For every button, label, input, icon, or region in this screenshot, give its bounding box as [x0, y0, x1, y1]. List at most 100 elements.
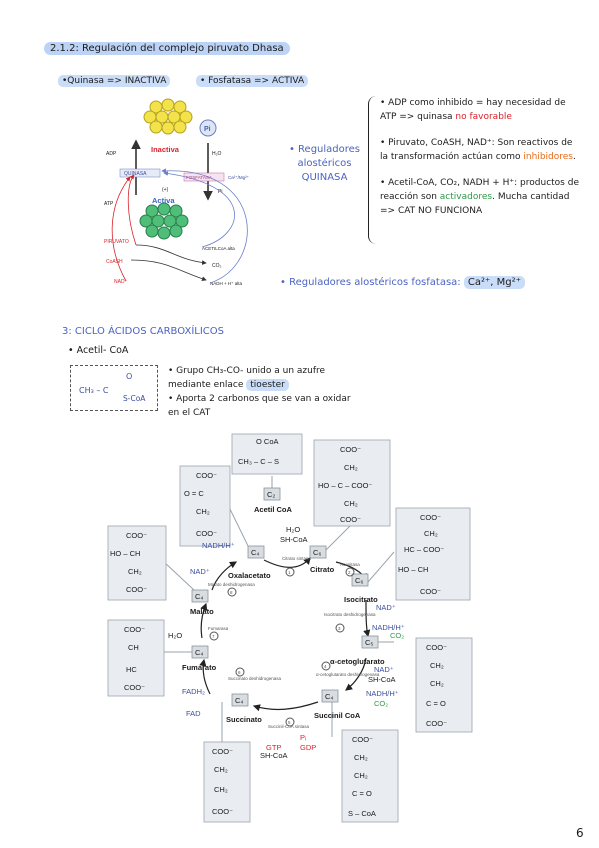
svg-text:CH₂: CH₂ [344, 499, 358, 508]
svg-text:C = O: C = O [426, 699, 446, 708]
fumarato-label: Fumarato [182, 663, 217, 672]
active-complex [139, 202, 189, 240]
svg-text:ACETILCoA alta: ACETILCoA alta [202, 246, 235, 251]
svg-text:Succinil-CoA sintasa: Succinil-CoA sintasa [268, 724, 310, 729]
svg-text:O = C: O = C [184, 489, 204, 498]
svg-text:Pi: Pi [204, 126, 211, 133]
c5-akg: C₅ [365, 638, 373, 647]
svg-text:CH₂: CH₂ [354, 753, 368, 762]
quinasa-regulators-list: • ADP como inhibido = hay necesidad de A… [380, 96, 580, 218]
acetyl-coa-notes: • Grupo CH₃-CO- unido a un azufre median… [168, 366, 351, 418]
svg-text:Pᵢ: Pᵢ [300, 733, 306, 742]
svg-text:COO⁻: COO⁻ [426, 643, 447, 652]
acetyl-coa-molecule: O CoA CH₃ – C – S [231, 433, 303, 475]
c2-box: C₂ [267, 490, 275, 499]
svg-text:CH: CH [128, 643, 139, 652]
fumarate-molecule: COO⁻ CH HC COO⁻ [107, 619, 165, 697]
svg-text:NAD⁺: NAD⁺ [376, 603, 396, 612]
svg-text:HC – COO⁻: HC – COO⁻ [404, 545, 444, 554]
svg-text:HO – CH: HO – CH [398, 565, 428, 574]
svg-text:GTP: GTP [266, 743, 281, 752]
svg-text:Succinato deshidrogenasa: Succinato deshidrogenasa [228, 676, 282, 681]
succinate-molecule: COO⁻ CH₂ CH₂ COO⁻ [203, 741, 251, 823]
regulator-item: • Acetil-CoA, CO₂, NADH + H⁺: productos … [380, 178, 579, 216]
svg-text:CH₂: CH₂ [354, 771, 368, 780]
svg-text:COO⁻: COO⁻ [340, 445, 361, 454]
inactiva-label: Inactiva [151, 145, 180, 154]
svg-text:8: 8 [230, 590, 233, 595]
section3-subtitle: • Acetil- CoA [68, 345, 129, 356]
svg-text:Ca²⁺/Mg²⁺: Ca²⁺/Mg²⁺ [228, 175, 250, 180]
krebs-cycle-diagram: O CoA CH₃ – C – S C₂ Acetil CoA COO⁻ CH₂… [107, 433, 473, 823]
svg-text:CO₂: CO₂ [374, 699, 388, 708]
svg-text:COO⁻: COO⁻ [212, 747, 233, 756]
kinase-state: •Quinasa => INACTIVA [58, 68, 171, 87]
quinasa-label: QUINASA [124, 171, 147, 177]
svg-text:COO⁻: COO⁻ [420, 513, 441, 522]
title-text: 2.1.2: Regulación del complejo piruvato … [44, 42, 290, 55]
svg-text:O CoA: O CoA [256, 437, 279, 446]
svg-text:GDP: GDP [300, 743, 316, 752]
inactive-complex [143, 98, 193, 135]
svg-text:NADH/H⁺: NADH/H⁺ [366, 689, 399, 698]
svg-text:NAD⁺: NAD⁺ [374, 665, 394, 674]
svg-text:Citrato sintasa: Citrato sintasa [282, 556, 311, 561]
citrato-label: Citrato [310, 565, 335, 574]
svg-text:5: 5 [288, 720, 291, 725]
svg-text:NADH/H⁺: NADH/H⁺ [372, 623, 405, 632]
svg-text:COO⁻: COO⁻ [196, 471, 217, 480]
svg-text:H₂O: H₂O [212, 151, 222, 157]
a-ceto-label: α-cetoglutarato [330, 657, 385, 666]
oxalacetato-label: Oxalacetato [228, 571, 271, 580]
svg-text:PIRUVATO: PIRUVATO [104, 239, 129, 245]
section3-title: 3: CICLO ÁCIDOS CARBOXÍLICOS [62, 326, 224, 337]
succinato-label: Succinato [226, 715, 262, 724]
svg-text:NADH + H⁺ alta: NADH + H⁺ alta [210, 281, 243, 286]
activa-label: Activa [152, 196, 175, 205]
c6-citrate: C₆ [313, 548, 321, 557]
svg-text:H₂O: H₂O [168, 631, 182, 640]
svg-text:ATP: ATP [104, 201, 114, 207]
svg-text:FAD: FAD [186, 709, 201, 718]
step-markers: 1 2 3 4 5 6 7 8 [209, 567, 355, 727]
svg-text:COO⁻: COO⁻ [420, 587, 441, 596]
oxaloacetate-molecule: COO⁻ O = C CH₂ COO⁻ [179, 465, 231, 547]
svg-text:HO – C – COO⁻: HO – C – COO⁻ [318, 481, 372, 490]
svg-text:COO⁻: COO⁻ [212, 807, 233, 816]
succinyl-coa-molecule: COO⁻ CH₂ CH₂ C = O S – CoA [341, 729, 399, 823]
svg-text:CoASH: CoASH [106, 259, 123, 265]
malate-molecule: COO⁻ HO – CH CH₂ COO⁻ [107, 525, 167, 601]
pdh-regulation-figure: Pi Inactiva Activa ADP ATP QUINASA H₂O F… [104, 98, 250, 286]
svg-text:FADH₂: FADH₂ [182, 687, 205, 696]
svg-text:Pi: Pi [218, 189, 222, 195]
pi-badge [199, 119, 217, 137]
svg-text:CO₂: CO₂ [212, 263, 222, 269]
alpha-ketoglutarate-molecule: COO⁻ CH₂ CH₂ C = O COO⁻ [415, 637, 473, 733]
svg-text:CH₂: CH₂ [214, 765, 228, 774]
svg-text:NAD⁺: NAD⁺ [114, 279, 128, 285]
svg-text:SH-CoA: SH-CoA [280, 535, 308, 544]
page-number: 6 [576, 826, 584, 840]
svg-text:COO⁻: COO⁻ [126, 531, 147, 540]
svg-text:SH-CoA: SH-CoA [368, 675, 396, 684]
svg-text:COO⁻: COO⁻ [340, 515, 361, 524]
acetyl-coa-formula-box: CH₃ – C O S-CoA [70, 365, 158, 411]
svg-text:Isocitrato deshidrogenasa: Isocitrato deshidrogenasa [324, 612, 376, 617]
svg-text:H₂O: H₂O [286, 525, 300, 534]
regulator-item: • Piruvato, CoASH, NAD⁺: Son reactivos d… [380, 138, 576, 162]
svg-text:Malato deshidrogenasa: Malato deshidrogenasa [208, 582, 255, 587]
acetil-coa-label: Acetil CoA [254, 505, 293, 514]
svg-text:S – CoA: S – CoA [348, 809, 376, 818]
svg-text:CH₂: CH₂ [196, 507, 210, 516]
svg-text:COO⁻: COO⁻ [126, 585, 147, 594]
svg-text:3: 3 [338, 626, 341, 631]
section-title: 2.1.2: Regulación del complejo piruvato … [44, 36, 290, 55]
svg-text:COO⁻: COO⁻ [426, 719, 447, 728]
svg-text:COO⁻: COO⁻ [196, 529, 217, 538]
regulator-item: • ADP como inhibido = hay necesidad de A… [380, 98, 566, 122]
svg-text:CH₂: CH₂ [214, 785, 228, 794]
svg-text:COO⁻: COO⁻ [124, 683, 145, 692]
svg-text:CH₃ – C – S: CH₃ – C – S [238, 457, 279, 466]
c4-succinate: C₄ [235, 696, 243, 705]
svg-text:CO₂: CO₂ [390, 631, 404, 640]
